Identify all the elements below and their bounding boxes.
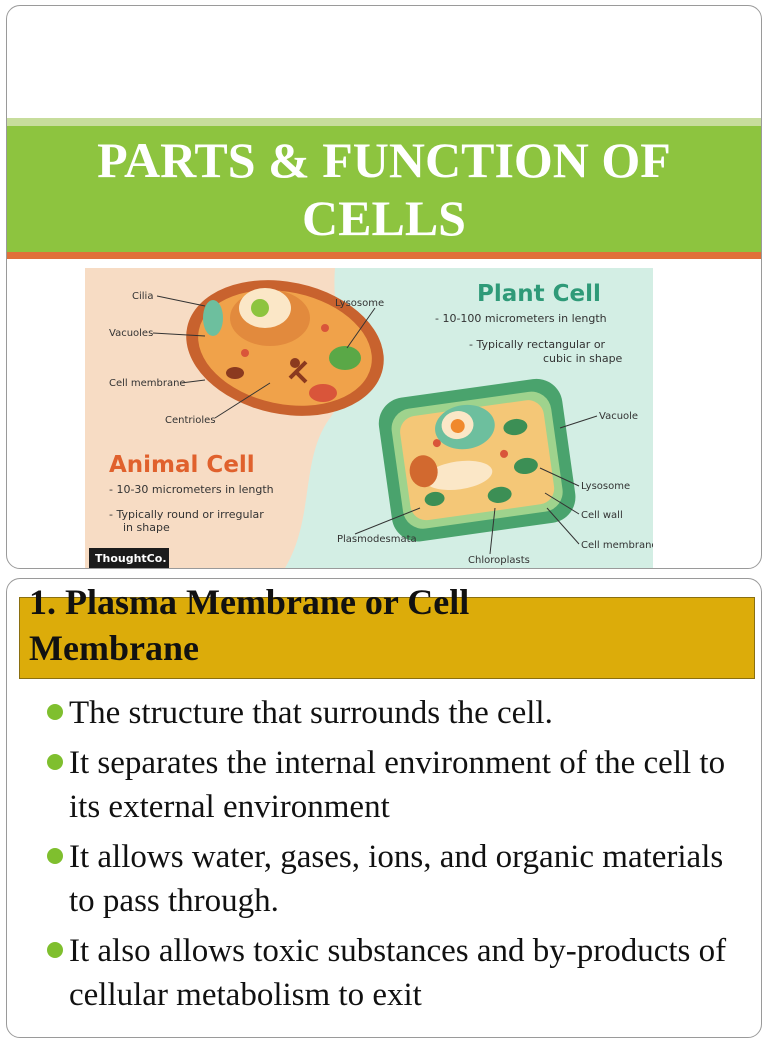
bullet-item: It separates the internal environment of…	[47, 741, 747, 829]
title-band-bottom-stripe	[7, 252, 761, 259]
title-line-1: PARTS & FUNCTION OF	[97, 132, 671, 188]
label-centrioles: Centrioles	[165, 415, 216, 426]
animal-cell	[186, 280, 384, 416]
brand-name: ThoughtCo.	[95, 552, 167, 565]
animal-cell-title: Animal Cell	[109, 452, 255, 478]
section-heading-box	[19, 597, 755, 679]
bullet-dot-icon	[47, 848, 63, 864]
label-leader-lines	[152, 295, 598, 555]
label-cilia: Cilia	[132, 291, 153, 302]
animal-note-1: - 10-30 micrometers in length	[109, 483, 274, 496]
label-chloroplasts: Chloroplasts	[468, 555, 530, 566]
section-heading-line-1: 1. Plasma Membrane or Cell	[29, 582, 470, 622]
label-plasmodesmata: Plasmodesmata	[337, 534, 417, 545]
plant-note-2a: - Typically rectangular or	[469, 338, 606, 351]
label-cell-membrane-animal: Cell membrane	[109, 378, 186, 389]
plant-note-1: - 10-100 micrometers in length	[435, 312, 607, 325]
bullet-text: It allows water, gases, ions, and organi…	[69, 839, 724, 919]
section-heading-line-2: Membrane	[29, 628, 199, 668]
bullet-dot-icon	[47, 942, 63, 958]
plant-cell	[378, 378, 576, 542]
bullet-list: The structure that surrounds the cell. I…	[47, 691, 747, 1023]
title-line-2: CELLS	[302, 190, 466, 246]
animal-note-2b: in shape	[123, 521, 170, 534]
title-band-top-stripe	[7, 118, 761, 126]
label-cell-wall: Cell wall	[581, 510, 623, 521]
plant-note-2b: cubic in shape	[543, 352, 623, 365]
bullet-item: It also allows toxic substances and by-p…	[47, 929, 747, 1017]
bullet-text: The structure that surrounds the cell.	[69, 695, 553, 731]
bullet-item: It allows water, gases, ions, and organi…	[47, 835, 747, 923]
label-cell-membrane-plant: Cell membrane	[581, 540, 653, 551]
label-lysosome-animal: Lysosome	[335, 298, 384, 309]
brand-badge	[89, 548, 169, 568]
bullet-dot-icon	[47, 704, 63, 720]
label-lysosome-plant: Lysosome	[581, 481, 630, 492]
plant-cell-title: Plant Cell	[477, 281, 601, 307]
bullet-dot-icon	[47, 754, 63, 770]
animal-note-2a: - Typically round or irregular	[109, 508, 264, 521]
cell-illustration: Plant Cell - 10-100 micrometers in lengt…	[85, 268, 653, 568]
bullet-item: The structure that surrounds the cell.	[47, 691, 747, 735]
label-vacuoles: Vacuoles	[109, 328, 153, 339]
bullet-text: It separates the internal environment of…	[69, 745, 726, 825]
label-vacuole-plant: Vacuole	[599, 411, 638, 422]
bullet-text: It also allows toxic substances and by-p…	[69, 933, 727, 1013]
